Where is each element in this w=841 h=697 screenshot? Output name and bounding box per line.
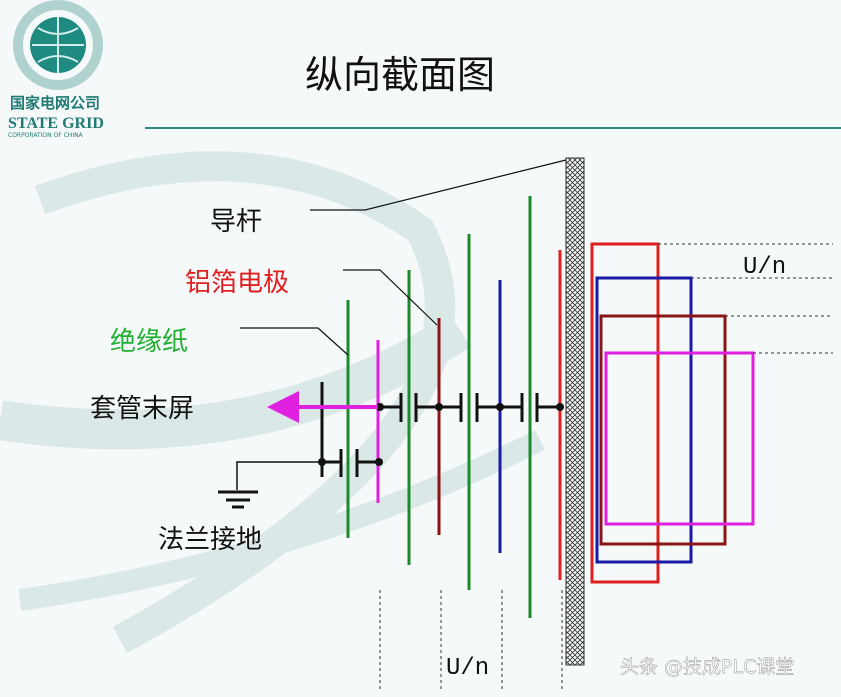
svg-text:CORPORATION OF CHINA: CORPORATION OF CHINA <box>8 132 84 139</box>
svg-text:国家电网公司: 国家电网公司 <box>10 94 100 112</box>
label-un-bottom: U/n <box>446 655 489 682</box>
layers <box>346 196 562 618</box>
junction-dots <box>318 403 564 466</box>
capacitor-chain <box>320 382 560 477</box>
state-grid-logo: 国家电网公司 STATE GRID CORPORATION OF CHINA <box>8 0 104 139</box>
voltage-rectangles <box>590 242 755 584</box>
label-tap: 套管末屏 <box>90 394 194 424</box>
label-rod: 导杆 <box>210 207 262 237</box>
dashed-guides <box>379 243 833 692</box>
watermark: 头条 @技成PLC课堂 <box>620 656 794 678</box>
leader-lines <box>240 159 567 356</box>
background-swoosh <box>0 151 545 654</box>
label-foil: 铝箔电极 <box>185 268 289 298</box>
label-un-right: U/n <box>743 254 786 281</box>
label-paper: 绝缘纸 <box>110 327 188 357</box>
label-ground: 法兰接地 <box>158 525 262 555</box>
ground-icon <box>218 461 322 509</box>
page-title: 纵向截面图 <box>305 53 495 97</box>
conductor-rod <box>565 157 585 666</box>
svg-text:STATE GRID: STATE GRID <box>8 115 104 132</box>
